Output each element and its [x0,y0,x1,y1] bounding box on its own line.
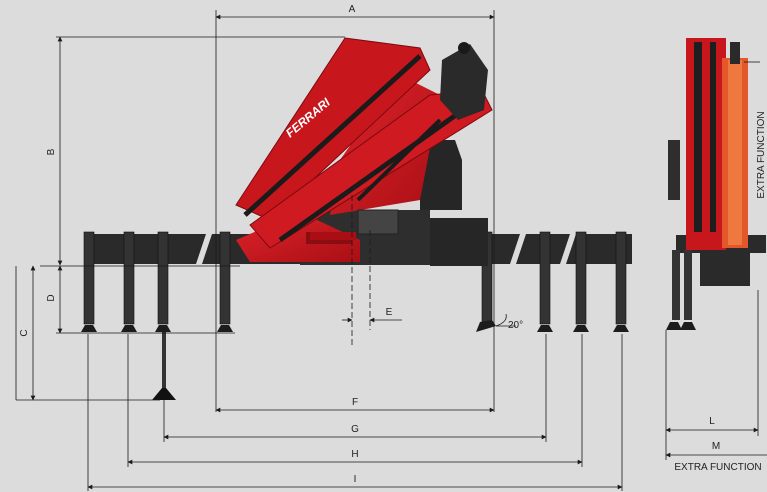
extra-function-bottom-label: EXTRA FUNCTION [674,462,761,473]
dim-label-a: A [349,4,356,15]
dim-label-i: I [354,474,357,485]
dim-label-f: F [352,397,358,408]
side-view-crane [666,38,766,330]
angle-label: 20° [508,320,523,331]
dim-label-b: B [46,148,57,155]
extra-function-vertical-label: EXTRA FUNCTION [756,111,767,198]
side-view-dimension-lines [665,61,767,460]
stabilizer-legs [83,231,627,325]
dim-label-c: C [19,329,30,336]
dim-label-g: G [351,424,359,435]
beam-joint-marks [196,234,576,264]
extended-stabilizer-foot [152,388,176,400]
dim-label-e: E [386,307,393,318]
dim-label-l: L [709,416,715,427]
crane-body [235,37,493,266]
dimension-lines [15,10,623,491]
dim-label-m: M [712,441,720,452]
dim-label-d: D [46,294,57,301]
extended-stabilizer-rod [162,332,166,392]
dim-label-h: H [351,449,358,460]
stabilizer-feet [81,320,629,332]
